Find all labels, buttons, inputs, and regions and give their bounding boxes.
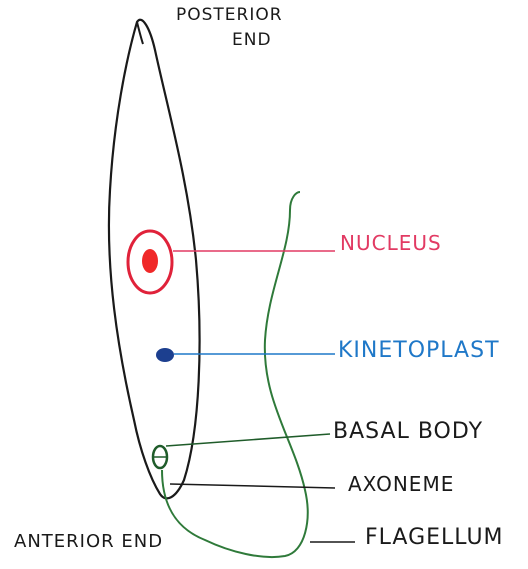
kinetoplast (156, 348, 174, 362)
posterior-end-label-line1: POSTERIOR (176, 7, 283, 24)
flagellum-label: FLAGELLUM (365, 527, 504, 549)
nucleus-label: NUCLEUS (340, 233, 442, 253)
basal-body-label: BASAL BODY (333, 421, 483, 443)
nucleolus (142, 249, 158, 273)
flagellum (162, 192, 308, 557)
posterior-tip-mark (137, 22, 143, 44)
kinetoplast-label: KINETOPLAST (338, 340, 500, 362)
basal-body-pointer (166, 434, 330, 446)
posterior-end-label-line2: END (232, 32, 272, 49)
axoneme-pointer (170, 484, 335, 488)
axoneme-label: AXONEME (348, 474, 454, 494)
anterior-end-label: ANTERIOR END (14, 533, 163, 551)
